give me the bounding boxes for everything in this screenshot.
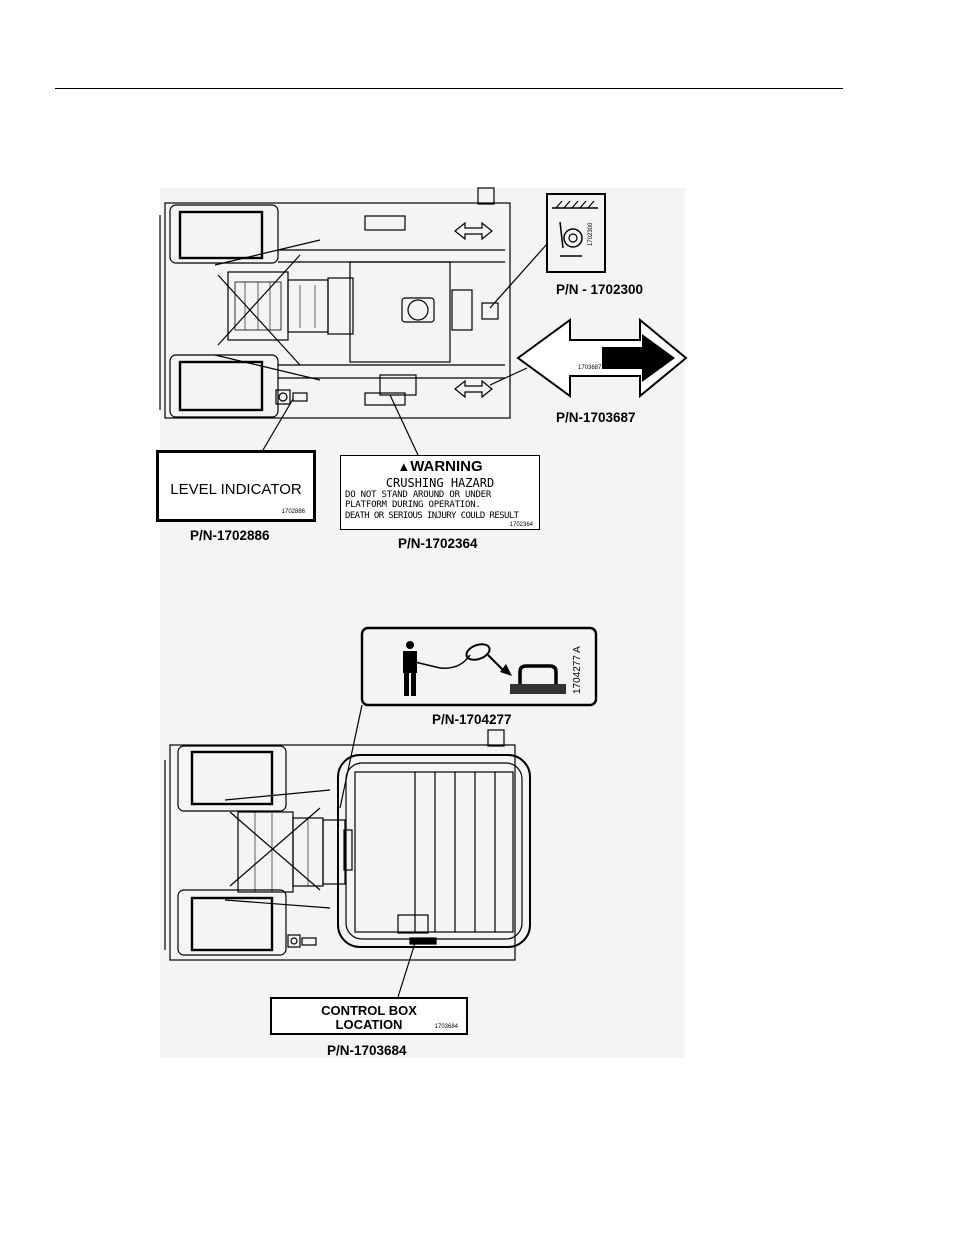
warning-heading: ▲WARNING	[397, 458, 483, 475]
arrow-decal	[516, 317, 688, 399]
arrow-decal-number: 1703687	[578, 365, 602, 371]
level-indicator-decal: LEVEL INDICATOR 1702886	[156, 450, 316, 522]
control-box-line-2: LOCATION	[335, 1017, 403, 1032]
warning-decal-number: 1702364	[509, 522, 533, 528]
bottom-machine-view	[164, 704, 531, 998]
warning-line-1: DO NOT STAND AROUND OR UNDER	[345, 490, 492, 500]
control-box-decal-number: 1703684	[434, 1024, 458, 1030]
warning-line-3: DEATH OR SERIOUS INJURY COULD RESULT	[345, 511, 519, 521]
warning-triangle-icon: ▲	[397, 459, 411, 474]
top-machine-view	[159, 187, 548, 456]
warning-decal: ▲WARNING CRUSHING HAZARD DO NOT STAND AR…	[340, 455, 540, 530]
level-indicator-part-number: P/N-1702886	[190, 528, 270, 543]
control-box-decal: CONTROL BOX LOCATION 1703684	[270, 997, 468, 1035]
warning-line-2: PLATFORM DURING OPERATION.	[345, 500, 481, 510]
harness-decal-number: 1704277 A	[572, 646, 583, 694]
harness-part-number: P/N-1704277	[432, 712, 512, 727]
crush-decal-number: 1702300	[588, 222, 594, 246]
harness-decal	[360, 626, 598, 707]
level-indicator-label: LEVEL INDICATOR	[170, 481, 302, 498]
warning-subheading: CRUSHING HAZARD	[385, 476, 495, 490]
warning-part-number: P/N-1702364	[398, 536, 478, 551]
header-rule	[55, 88, 843, 89]
control-box-line-1: CONTROL BOX	[321, 1003, 417, 1018]
arrow-decal-part-number: P/N-1703687	[556, 410, 636, 425]
level-indicator-number: 1702886	[281, 509, 305, 515]
control-box-part-number: P/N-1703684	[327, 1043, 407, 1058]
crush-symbol-decal	[546, 193, 606, 273]
crush-decal-part-number: P/N - 1702300	[556, 282, 644, 297]
figure-bottom-background	[160, 588, 685, 1058]
